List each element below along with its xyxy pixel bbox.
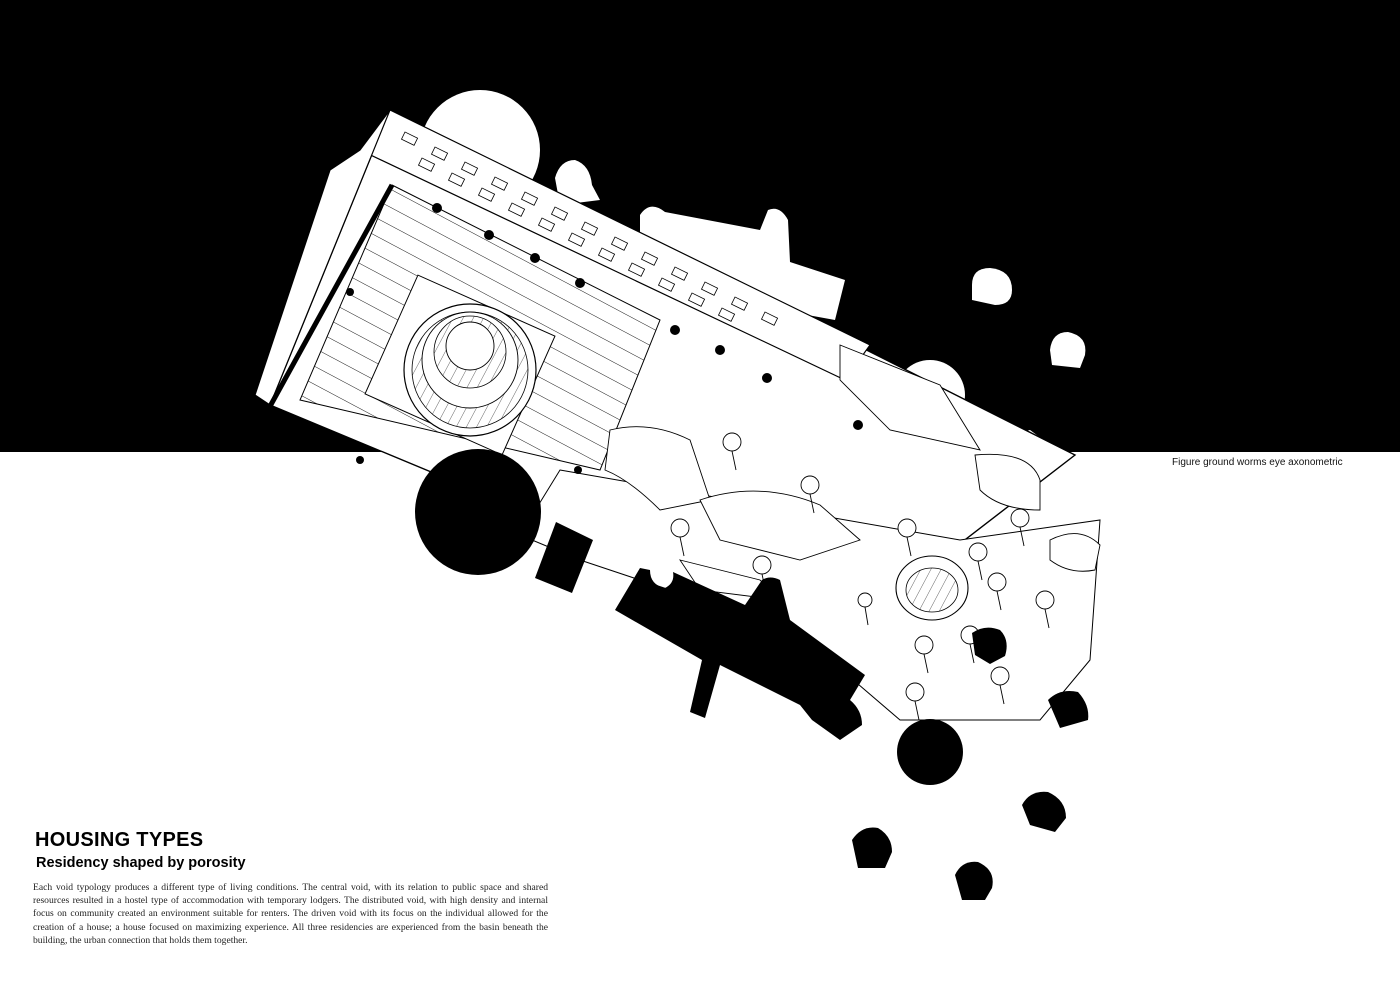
solid-arch-1	[1022, 791, 1066, 832]
columns	[670, 432, 1055, 721]
solid-arch-4	[955, 861, 993, 900]
black-solids	[415, 449, 1089, 900]
solid-arch-3	[852, 827, 892, 868]
solid-arch-5	[972, 627, 1007, 664]
void-arch-1	[972, 268, 1012, 305]
page-subtitle: Residency shaped by porosity	[36, 855, 246, 871]
description-paragraph: Each void typology produces a different …	[33, 882, 548, 946]
rotunda	[895, 555, 969, 621]
figure-caption: Figure ground worms eye axonometric	[1172, 457, 1343, 468]
solid-cross	[615, 568, 865, 740]
solid-slab	[535, 522, 593, 593]
solid-circle-mid	[897, 719, 963, 785]
end-wall	[254, 109, 395, 412]
void-arch-2	[1050, 332, 1086, 368]
page-title: HOUSING TYPES	[35, 829, 204, 851]
void-notch-top	[555, 160, 600, 205]
column-dots	[346, 203, 863, 474]
terraces	[604, 344, 1101, 601]
spiral-stair	[403, 303, 537, 437]
void-cross-top	[640, 206, 845, 320]
solid-arch-2	[1048, 691, 1089, 728]
solid-circle-large	[415, 449, 541, 575]
